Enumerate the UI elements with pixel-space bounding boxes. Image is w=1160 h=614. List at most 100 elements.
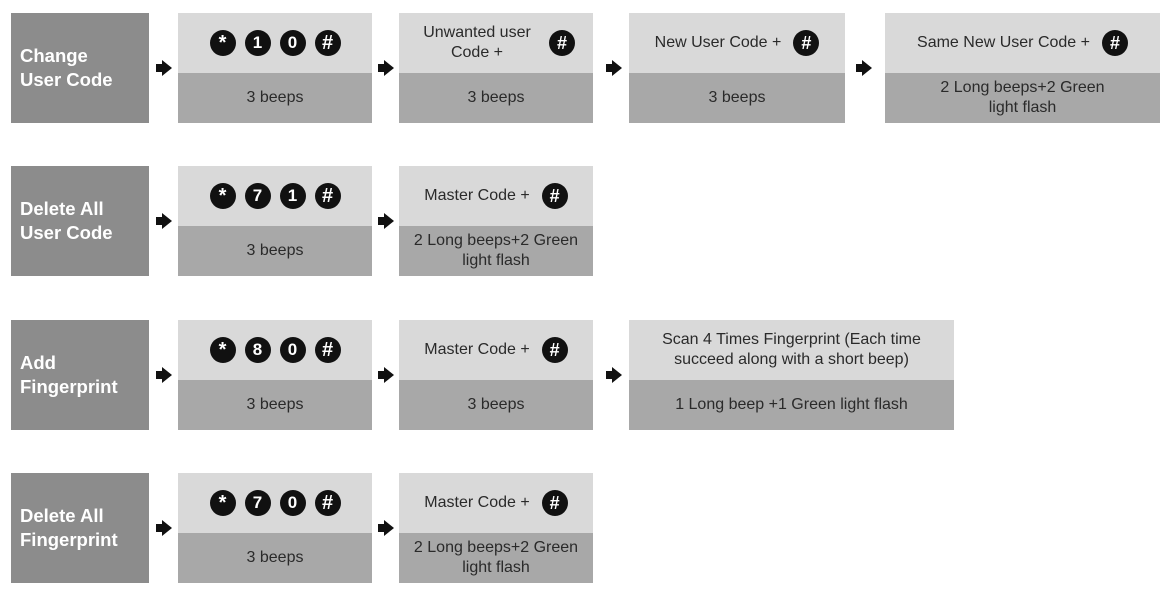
label-line: Change [20, 45, 88, 66]
row-change-user-code: Change User Code * 1 0 # 3 beeps Unwante… [0, 13, 1160, 123]
hash-key-icon: # [314, 183, 341, 209]
key-sequence: * 7 1 # [209, 183, 341, 209]
arrow-right-icon [156, 367, 172, 383]
row-add-fingerprint: Add Fingerprint * 8 0 # 3 beeps Master C… [0, 320, 1160, 430]
result-text: 3 beeps [246, 89, 304, 106]
label-line: User Code [20, 69, 113, 90]
step-box-result: 2 Long beeps+2 Green light flash [399, 226, 593, 276]
row-delete-all-user-code: Delete All User Code * 7 1 # 3 beeps Mas… [0, 166, 1160, 276]
step-box-keys: * 7 1 # 3 beeps [178, 166, 372, 276]
digit-key-icon: 8 [244, 337, 271, 363]
hash-key-icon: # [793, 30, 820, 56]
label-line: Add [20, 352, 56, 373]
key-sequence: * 8 0 # [209, 337, 341, 363]
step-box-master-code: Master Code + # 3 beeps [399, 320, 593, 430]
hash-key-icon: # [1101, 30, 1128, 56]
result-text: 2 Long beeps+2 Green light flash [940, 79, 1105, 116]
star-key-icon: * [209, 183, 236, 209]
step-box-result: 3 beeps [399, 380, 593, 430]
step-box-same-new-code: Same New User Code + # 2 Long beeps+2 Gr… [885, 13, 1160, 123]
step-label: Change User Code [11, 13, 149, 123]
step-box-result: 2 Long beeps+2 Green light flash [885, 73, 1160, 123]
label-line: Delete All [20, 505, 104, 526]
result-text: 2 Long beeps+2 Green light flash [413, 539, 579, 576]
step-label: Add Fingerprint [11, 320, 149, 430]
step-box-top: New User Code + # [629, 13, 845, 73]
digit-key-icon: 0 [279, 337, 306, 363]
star-key-icon: * [209, 30, 236, 56]
hash-key-icon: # [541, 490, 568, 516]
star-key-icon: * [209, 337, 236, 363]
digit-key-icon: 7 [244, 183, 271, 209]
step-text: Master Code + [424, 494, 530, 511]
arrow-right-icon [156, 520, 172, 536]
arrow-right-icon [156, 213, 172, 229]
result-text: 2 Long beeps+2 Green light flash [413, 232, 579, 269]
step-box-top: * 8 0 # [178, 320, 372, 380]
result-text: 3 beeps [467, 89, 525, 106]
hash-key-icon: # [314, 30, 341, 56]
step-box-result: 3 beeps [178, 533, 372, 583]
digit-key-icon: 0 [279, 30, 306, 56]
step-box-scan-fingerprint: Scan 4 Times Fingerprint (Each time succ… [629, 320, 954, 430]
step-text: New User Code + [654, 34, 782, 51]
digit-key-icon: 1 [279, 183, 306, 209]
hash-key-icon: # [314, 490, 341, 516]
step-text: Scan 4 Times Fingerprint (Each time succ… [662, 331, 921, 368]
result-text: 3 beeps [246, 242, 304, 259]
arrow-right-icon [378, 367, 394, 383]
step-box-result: 3 beeps [178, 73, 372, 123]
digit-key-icon: 1 [244, 30, 271, 56]
hash-key-icon: # [541, 183, 568, 209]
step-box-result: 1 Long beep +1 Green light flash [629, 380, 954, 430]
digit-key-icon: 0 [279, 490, 306, 516]
step-box-top: * 7 0 # [178, 473, 372, 533]
arrow-right-icon [856, 60, 872, 76]
hash-key-icon: # [314, 337, 341, 363]
key-sequence: * 7 0 # [209, 490, 341, 516]
step-box-top: Master Code + # [399, 473, 593, 533]
step-box-top: * 7 1 # [178, 166, 372, 226]
step-box-new-code: New User Code + # 3 beeps [629, 13, 845, 123]
step-box-master-code: Master Code + # 2 Long beeps+2 Green lig… [399, 166, 593, 276]
arrow-right-icon [378, 60, 394, 76]
arrow-right-icon [378, 213, 394, 229]
step-box-top: Unwanted user Code + # [399, 13, 593, 73]
star-key-icon: * [209, 490, 236, 516]
step-box-keys: * 1 0 # 3 beeps [178, 13, 372, 123]
step-box-result: 3 beeps [178, 226, 372, 276]
label-line: Fingerprint [20, 376, 118, 397]
step-box-top: Master Code + # [399, 166, 593, 226]
step-text: Master Code + [424, 187, 530, 204]
step-label: Delete All Fingerprint [11, 473, 149, 583]
step-box-keys: * 7 0 # 3 beeps [178, 473, 372, 583]
arrow-right-icon [606, 60, 622, 76]
hash-key-icon: # [541, 337, 568, 363]
step-box-result: 2 Long beeps+2 Green light flash [399, 533, 593, 583]
result-text: 3 beeps [246, 549, 304, 566]
hash-key-icon: # [549, 30, 575, 56]
arrow-right-icon [378, 520, 394, 536]
step-box-master-code: Master Code + # 2 Long beeps+2 Green lig… [399, 473, 593, 583]
digit-key-icon: 7 [244, 490, 271, 516]
step-box-top: Scan 4 Times Fingerprint (Each time succ… [629, 320, 954, 380]
result-text: 3 beeps [708, 89, 766, 106]
step-box-result: 3 beeps [399, 73, 593, 123]
step-box-unwanted-code: Unwanted user Code + # 3 beeps [399, 13, 593, 123]
arrow-right-icon [606, 367, 622, 383]
step-text: Unwanted user Code + [423, 24, 531, 61]
step-box-top: * 1 0 # [178, 13, 372, 73]
step-box-result: 3 beeps [178, 380, 372, 430]
label-line: Delete All [20, 198, 104, 219]
step-text: Master Code + [424, 341, 530, 358]
label-line: User Code [20, 222, 113, 243]
step-box-top: Master Code + # [399, 320, 593, 380]
step-box-top: Same New User Code + # [885, 13, 1160, 73]
label-line: Fingerprint [20, 529, 118, 550]
result-text: 1 Long beep +1 Green light flash [675, 396, 908, 413]
key-sequence: * 1 0 # [209, 30, 341, 56]
step-label: Delete All User Code [11, 166, 149, 276]
step-box-result: 3 beeps [629, 73, 845, 123]
row-delete-all-fingerprint: Delete All Fingerprint * 7 0 # 3 beeps M… [0, 473, 1160, 583]
step-box-keys: * 8 0 # 3 beeps [178, 320, 372, 430]
